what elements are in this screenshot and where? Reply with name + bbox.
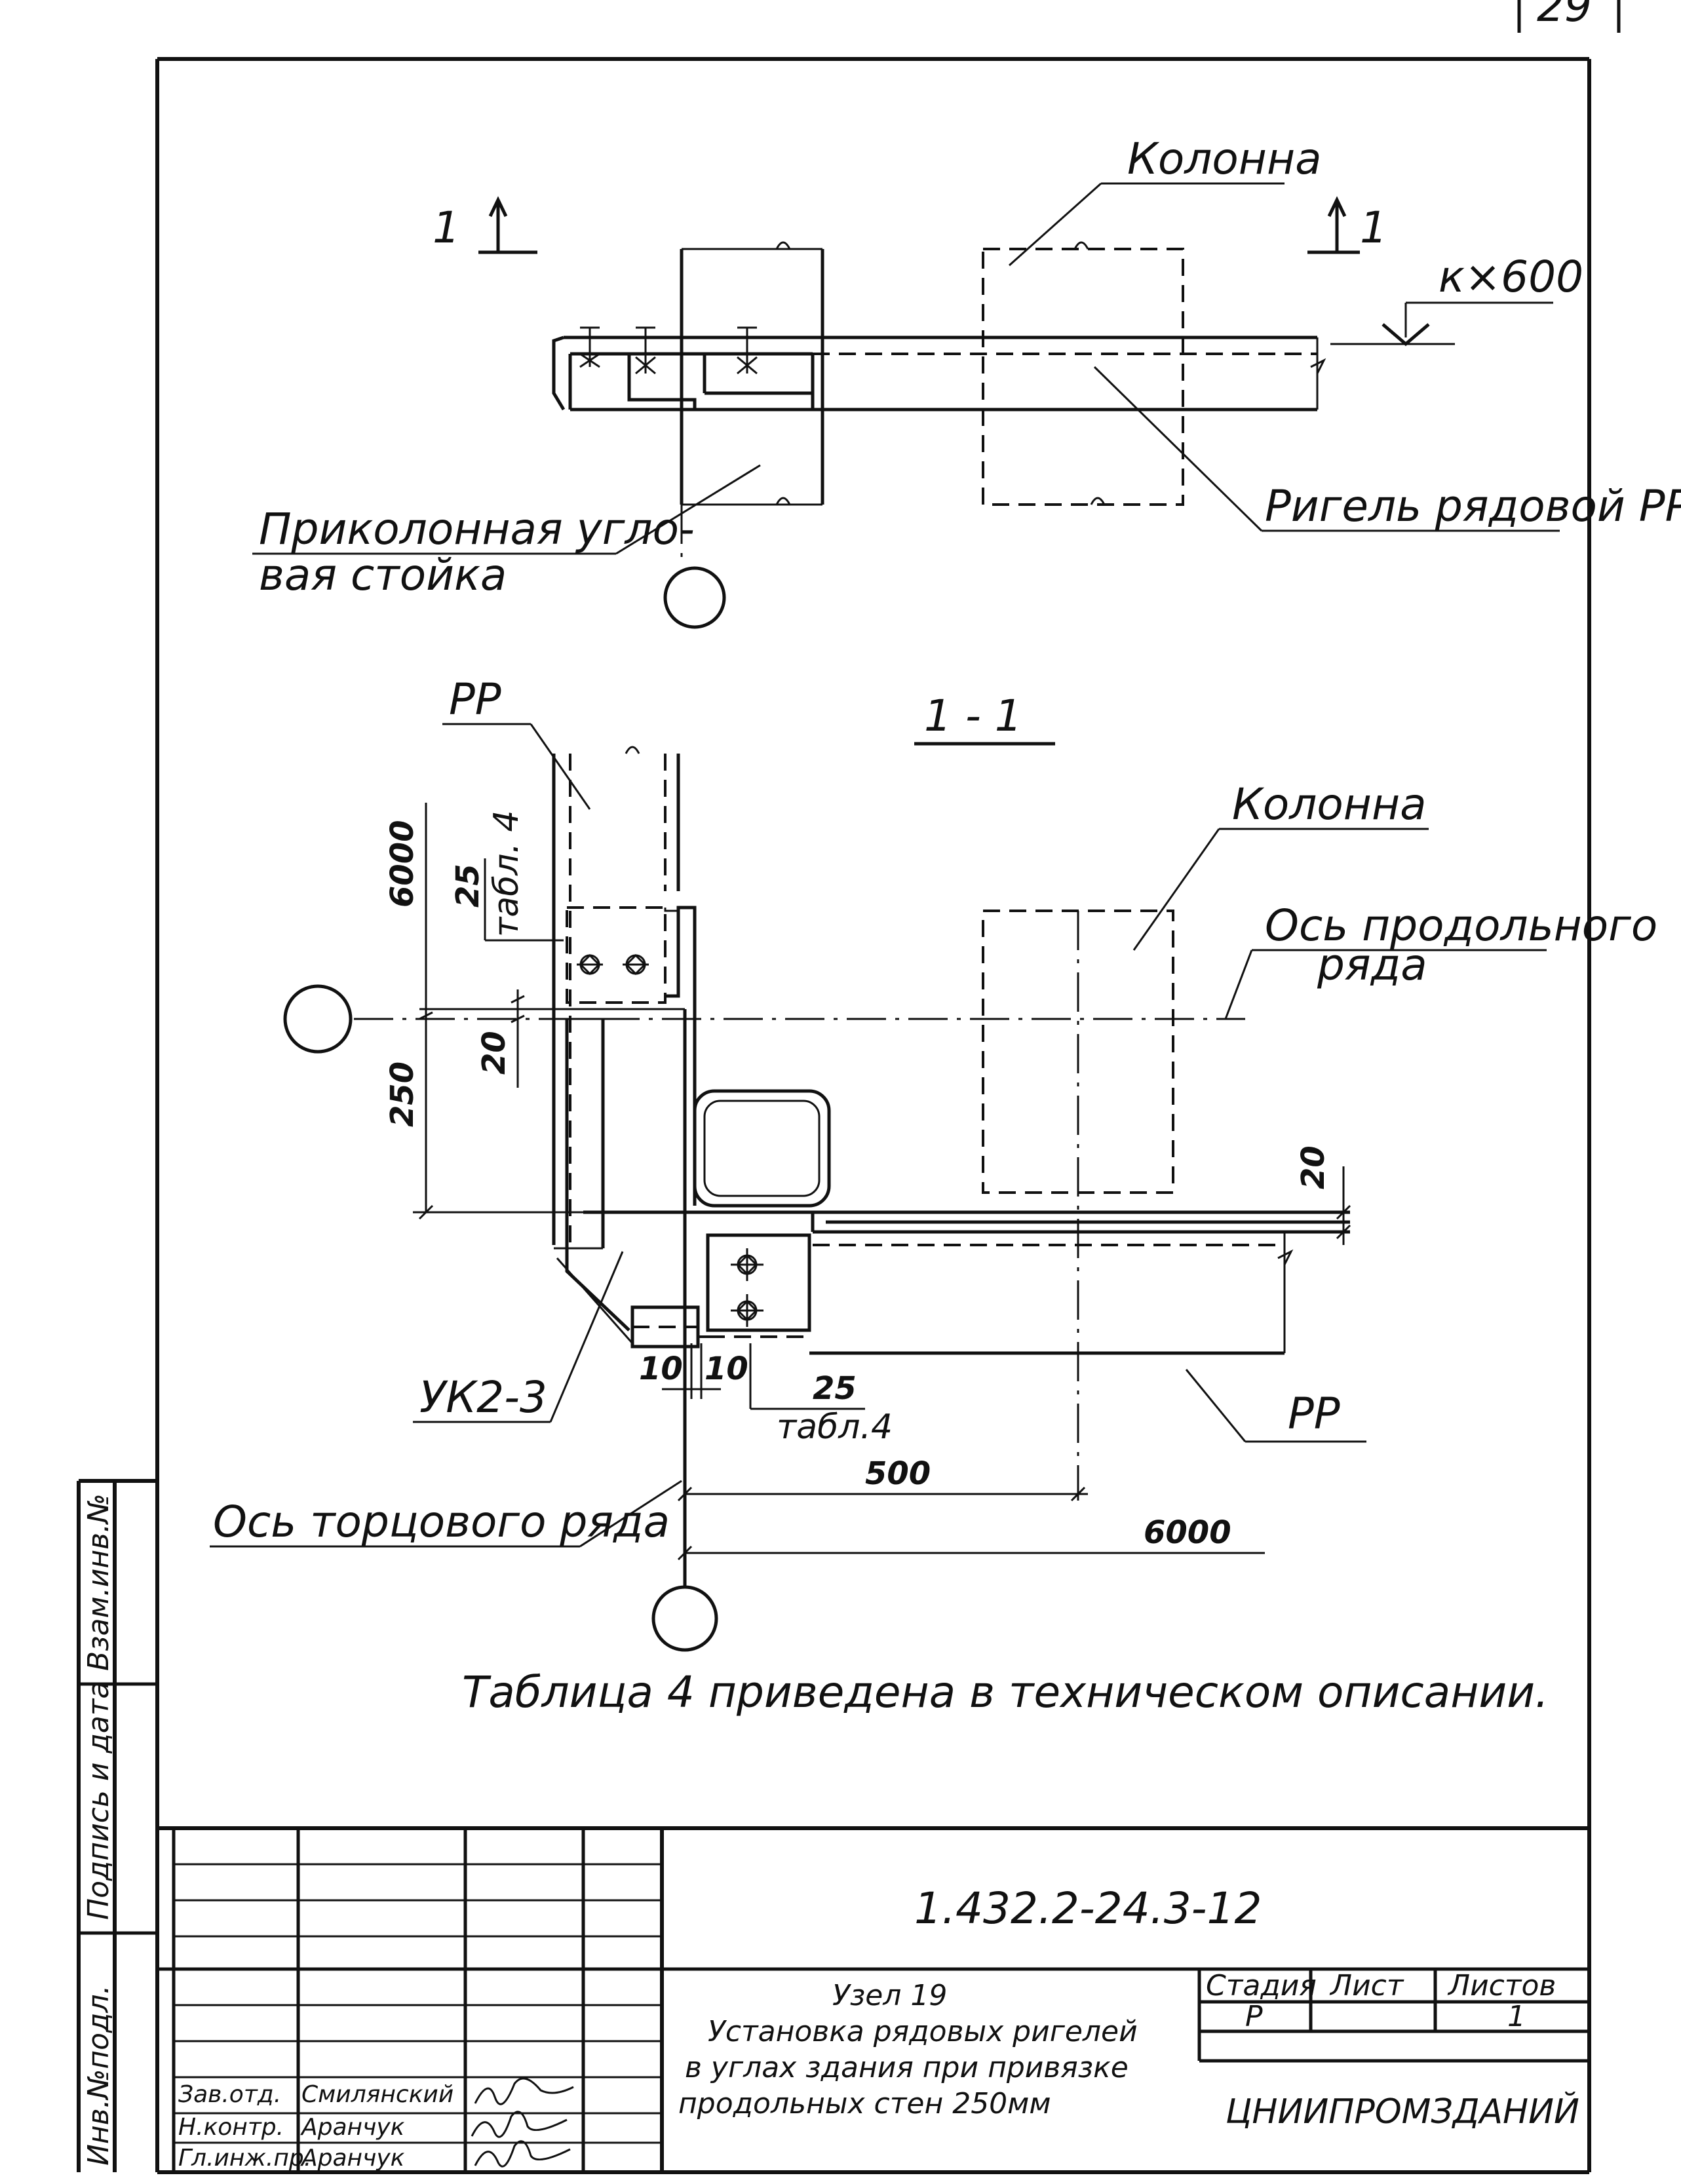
organization: ЦНИИПРОМЗДАНИЙ xyxy=(1226,2092,1579,2132)
pp-label-top: РР xyxy=(449,674,501,725)
bolt-top-1 xyxy=(577,953,603,976)
table-ref-top-txt: табл. 4 xyxy=(487,810,526,937)
axis-bubble-left xyxy=(283,984,353,1054)
end-axis-label: Ось торцового ряда xyxy=(213,1497,670,1547)
signature-1 xyxy=(474,2077,574,2105)
title-line-3: в углах здания при привязке xyxy=(685,2051,1129,2084)
page-number: 29 xyxy=(1537,0,1592,31)
signature-3 xyxy=(474,2140,571,2168)
title-line-2: Установка рядовых ригелей xyxy=(708,2015,1138,2048)
dim-20-left: 20 xyxy=(476,1031,512,1075)
section-marker-right: 1 xyxy=(1360,202,1387,253)
drawing-frame xyxy=(155,57,1591,2174)
plan-view: 1 1 xyxy=(252,134,1681,629)
role-1: Зав.отд. xyxy=(178,2081,281,2108)
spacing-label: к×600 xyxy=(1439,252,1583,302)
section-marker-left: 1 xyxy=(433,202,460,253)
axis-bubble-top xyxy=(663,566,726,629)
doc-code: 1.432.2-24.3-12 xyxy=(914,1883,1262,1934)
name-2: Аранчук xyxy=(300,2114,405,2141)
note-text: Таблица 4 приведена в техническом описан… xyxy=(462,1667,1549,1717)
bolt-bottom-2 xyxy=(731,1294,763,1327)
sheet-header: Лист xyxy=(1329,1969,1404,2002)
title-line-4: продольных стен 250мм xyxy=(678,2087,1051,2120)
bolt-top-2 xyxy=(623,953,649,976)
title-line-1: Узел 19 xyxy=(832,1979,947,2012)
page-number-box: 29 xyxy=(1517,0,1621,33)
girder-label: Ригель рядовой РР xyxy=(1265,481,1681,531)
stamp-replace-inv: Взам.инв.№ xyxy=(82,1493,115,1671)
sheets-value: 1 xyxy=(1507,2000,1526,2033)
corner-post-label-1: Приколонная угло- xyxy=(259,504,695,554)
name-1: Смилянский xyxy=(301,2081,454,2108)
signature-2 xyxy=(471,2111,568,2138)
role-2: Н.контр. xyxy=(178,2114,284,2141)
pp-label-bottom: РР xyxy=(1288,1389,1340,1439)
corner-post-label-2: вая стойка xyxy=(259,550,507,600)
column-label-top: Колонна xyxy=(1127,134,1322,184)
column-label-section: Колонна xyxy=(1232,779,1427,830)
dim-500: 500 xyxy=(865,1455,931,1492)
dim-10-a: 10 xyxy=(639,1351,683,1387)
section-title: 1 - 1 xyxy=(924,691,1022,741)
dim-6000-left: 6000 xyxy=(384,820,421,908)
sheets-header: Листов xyxy=(1447,1969,1556,2002)
stage-header: Стадия xyxy=(1206,1969,1317,2002)
longitudinal-axis-label-2: ряда xyxy=(1317,940,1427,990)
table-ref-top-num: 25 xyxy=(450,864,486,908)
stamp-sign-date: Подпись и дата xyxy=(82,1681,115,1920)
table-ref-bottom-txt: табл.4 xyxy=(777,1408,893,1447)
name-3: Аранчук xyxy=(300,2145,405,2172)
table-ref-bottom-num: 25 xyxy=(813,1370,857,1407)
stage-value: Р xyxy=(1245,2000,1263,2033)
longitudinal-axis-label-1: Ось продольного xyxy=(1265,900,1657,951)
axis-bubble-bottom xyxy=(651,1585,718,1652)
dim-10-b: 10 xyxy=(705,1351,748,1387)
role-3: Гл.инж.пр. xyxy=(178,2145,311,2172)
bolt-bottom-1 xyxy=(731,1248,763,1281)
title-block: 1.432.2-24.3-12 Стадия Лист Листов Р 1 Ц… xyxy=(157,1826,1589,2172)
stamp-inv-orig: Инв.№подл. xyxy=(82,1985,115,2166)
dim-20-right: 20 xyxy=(1295,1145,1332,1189)
section-view: 1 - 1 Ко xyxy=(210,674,1657,1652)
side-stamp: Взам.инв.№ Подпись и дата Инв.№подл. xyxy=(77,1479,157,2172)
dim-250: 250 xyxy=(384,1062,421,1127)
dim-6000-bottom: 6000 xyxy=(1144,1514,1231,1551)
uk-label: УК2-3 xyxy=(419,1372,547,1423)
